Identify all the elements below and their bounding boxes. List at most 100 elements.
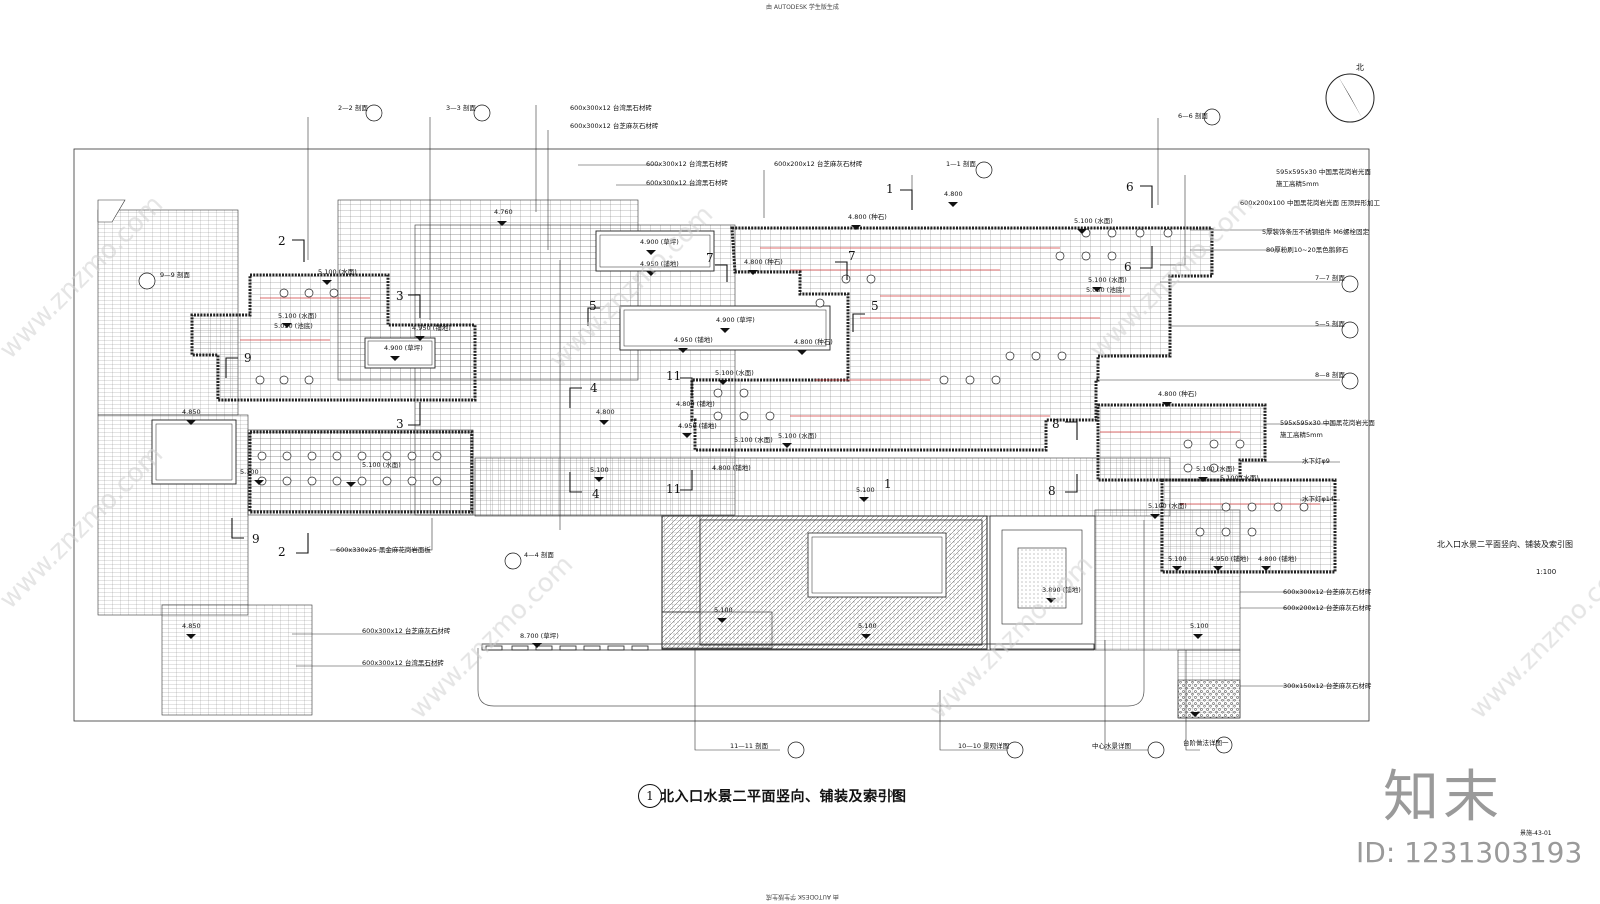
svg-text:8.700 (草坪): 8.700 (草坪)	[520, 631, 559, 640]
svg-text:600x200x100 中国黑花岗岩光面 压顶异形加工: 600x200x100 中国黑花岗岩光面 压顶异形加工	[1240, 198, 1381, 207]
svg-text:4.850: 4.850	[182, 408, 201, 416]
svg-text:2: 2	[278, 545, 286, 559]
svg-text:5: 5	[589, 299, 597, 313]
watermark-logo: 知末	[1383, 765, 1503, 830]
svg-text:6: 6	[1124, 260, 1132, 274]
svg-text:4.850: 4.850	[182, 622, 201, 630]
svg-text:9—9 剖面: 9—9 剖面	[160, 270, 190, 279]
svg-text:6: 6	[1126, 180, 1134, 194]
svg-text:5.100: 5.100	[1168, 555, 1187, 563]
svg-text:施工高精5mm: 施工高精5mm	[1280, 430, 1323, 439]
svg-text:3.890 (铺地): 3.890 (铺地)	[1042, 585, 1081, 594]
svg-text:7: 7	[706, 251, 714, 265]
drawing-scale: 1:100	[873, 790, 899, 800]
svg-text:11: 11	[666, 369, 681, 383]
svg-text:4—4 剖面: 4—4 剖面	[524, 550, 554, 559]
svg-text:4.760: 4.760	[494, 208, 513, 216]
svg-text:600x330x25 黑金麻花岗岩面板: 600x330x25 黑金麻花岗岩面板	[336, 545, 431, 554]
svg-text:施工高精5mm: 施工高精5mm	[1276, 179, 1319, 188]
drawing-title: 北入口水景二平面竖向、铺装及索引图	[660, 789, 907, 805]
svg-text:5.100: 5.100	[1190, 622, 1209, 630]
svg-text:5.030 (池底): 5.030 (池底)	[274, 321, 313, 330]
svg-text:5.100: 5.100	[590, 466, 609, 474]
svg-text:595x595x30 中国黑花岗岩光面: 595x595x30 中国黑花岗岩光面	[1276, 167, 1371, 176]
svg-text:5.100 (水面): 5.100 (水面)	[1088, 275, 1127, 284]
drawing-number-circle: 1	[638, 784, 662, 808]
svg-text:5—5 剖面: 5—5 剖面	[1315, 319, 1345, 328]
svg-text:5.100 (水面): 5.100 (水面)	[1196, 464, 1235, 473]
svg-text:水下灯φ14: 水下灯φ14	[1302, 494, 1334, 503]
elevation-markers: 4.760 4.800 4.800 (种石) 5.100 (水面) 4.900 …	[182, 190, 1297, 717]
svg-text:8—8 剖面: 8—8 剖面	[1315, 370, 1345, 379]
svg-text:4.800 (种石): 4.800 (种石)	[744, 257, 783, 266]
site-boundary	[73, 148, 1370, 722]
svg-text:3: 3	[396, 417, 404, 431]
svg-text:4.800: 4.800	[944, 190, 963, 198]
section-labels: 2—2 剖面 3—3 剖面 1—1 剖面 6—6 剖面 9—9 剖面 7—7 剖…	[160, 103, 1345, 750]
autodesk-stamp-top: 由 AUTODESK 学生版生成	[766, 4, 839, 11]
svg-text:5.100: 5.100	[858, 622, 877, 630]
svg-text:1: 1	[886, 182, 894, 196]
svg-text:4: 4	[590, 381, 598, 395]
svg-text:8: 8	[1048, 484, 1056, 498]
svg-text:5.030 (池底): 5.030 (池底)	[1086, 285, 1125, 294]
svg-text:11—11 剖面: 11—11 剖面	[730, 741, 769, 750]
svg-text:4.800 (种石): 4.800 (种石)	[794, 337, 833, 346]
section-bubbles	[138, 104, 1359, 759]
left-paving	[97, 199, 313, 716]
svg-text:600x200x12 台芝麻灰石材砖: 600x200x12 台芝麻灰石材砖	[1283, 603, 1372, 612]
watermark-id: ID: 1231303193	[1356, 836, 1583, 869]
svg-text:5.100: 5.100	[240, 468, 259, 476]
svg-text:11: 11	[666, 482, 681, 496]
svg-text:4.900 (草坪): 4.900 (草坪)	[640, 237, 679, 246]
svg-text:4.950 (铺地): 4.950 (铺地)	[678, 421, 717, 430]
svg-text:台阶做法详图一: 台阶做法详图一	[1183, 738, 1229, 747]
north-arrow-icon	[1325, 73, 1375, 123]
svg-text:5.100 (水面): 5.100 (水面)	[1220, 473, 1259, 482]
svg-text:5: 5	[871, 299, 879, 313]
svg-text:600x200x12 台芝麻灰石材砖: 600x200x12 台芝麻灰石材砖	[774, 159, 863, 168]
svg-text:4.800: 4.800	[596, 408, 615, 416]
svg-text:600x300x12 台芝麻灰石材砖: 600x300x12 台芝麻灰石材砖	[570, 121, 659, 130]
svg-text:4.800 (种石): 4.800 (种石)	[1158, 389, 1197, 398]
svg-text:5.100 (水面): 5.100 (水面)	[715, 368, 754, 377]
svg-text:4.900 (草坪): 4.900 (草坪)	[384, 343, 423, 352]
svg-text:中心水景详图: 中心水景详图	[1092, 741, 1131, 750]
svg-text:5.100 (水面): 5.100 (水面)	[278, 311, 317, 320]
svg-text:www.znzmo.com: www.znzmo.com	[1464, 550, 1600, 725]
svg-text:5.100 (水面): 5.100 (水面)	[734, 435, 773, 444]
section-cuts	[225, 185, 1153, 554]
svg-text:4.800 (种石): 4.800 (种石)	[848, 212, 887, 221]
svg-text:水下灯φ9: 水下灯φ9	[1302, 456, 1330, 465]
leader-lines	[292, 105, 1340, 751]
svg-text:5.100 (水面): 5.100 (水面)	[362, 460, 401, 469]
svg-text:5.100: 5.100	[714, 606, 733, 614]
svg-text:10—10 景观详图: 10—10 景观详图	[958, 741, 1009, 750]
svg-text:4.950 (铺地): 4.950 (铺地)	[640, 259, 679, 268]
svg-text:600x300x12 台芝麻灰石材砖: 600x300x12 台芝麻灰石材砖	[362, 626, 451, 635]
svg-text:2: 2	[278, 234, 286, 248]
svg-text:1: 1	[884, 477, 892, 491]
central-water-feature	[481, 515, 1096, 651]
svg-text:4.950 (铺地): 4.950 (铺地)	[1210, 554, 1249, 563]
side-scale: 1:100	[1536, 568, 1557, 576]
svg-text:9: 9	[244, 351, 252, 365]
svg-text:1—1 剖面: 1—1 剖面	[946, 159, 976, 168]
stepping-stones	[485, 645, 649, 651]
svg-text:5.100: 5.100	[856, 486, 875, 494]
pools	[190, 226, 1337, 574]
sheet-number: 景施-43-01	[1520, 830, 1552, 837]
fountain-nozzles	[255, 228, 1309, 537]
svg-text:4.800 (铺地): 4.800 (铺地)	[676, 399, 715, 408]
svg-text:8: 8	[1052, 417, 1060, 431]
svg-text:4: 4	[592, 487, 600, 501]
svg-text:600x300x12 台湾黑石材砖: 600x300x12 台湾黑石材砖	[646, 159, 728, 168]
svg-text:600x300x12 台湾黑石材砖: 600x300x12 台湾黑石材砖	[362, 658, 444, 667]
svg-text:2—2 剖面: 2—2 剖面	[338, 103, 368, 112]
svg-text:595x595x30 中国黑花岗岩光面: 595x595x30 中国黑花岗岩光面	[1280, 418, 1375, 427]
side-title: 北入口水景二平面竖向、铺装及索引图	[1437, 540, 1573, 549]
svg-text:5.100 (水面): 5.100 (水面)	[778, 431, 817, 440]
north-label: 北	[1356, 63, 1364, 72]
